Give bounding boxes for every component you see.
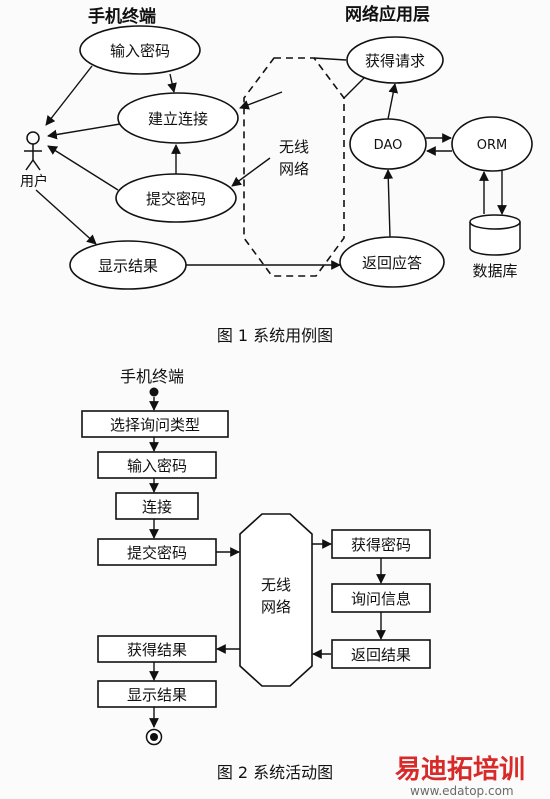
box-select-type [81, 410, 229, 438]
box-input-password [97, 451, 217, 479]
fig2-start-label: 手机终端 [120, 367, 184, 386]
fig1-caption: 图 1 系统用例图 [217, 326, 333, 345]
line-wireless-to-request-a [313, 57, 347, 61]
fig1-wireless-line1: 无线 [279, 138, 309, 156]
fig1-wireless-line2: 网络 [279, 160, 309, 178]
usecase-orm [451, 116, 533, 172]
box-connect [115, 492, 199, 520]
fig1-right-title: 网络应用层 [345, 4, 430, 25]
usecase-get-request-label: 获得请求 [365, 52, 425, 70]
figure2-activity: 手机终端 选择询问类型 输入密码 连接 提交密码 获得结果 显示结果 获得密码 … [81, 367, 431, 782]
box-submit-password [97, 538, 217, 566]
usecase-show-result-label: 显示结果 [98, 257, 158, 275]
usecase-dao-label: DAO [374, 138, 403, 153]
watermark-brand: 易迪拓培训 [395, 755, 525, 785]
usecase-connect [117, 92, 239, 144]
user-actor-label: 用户 [20, 173, 48, 190]
box-get-password [331, 529, 431, 559]
activity-start-node [149, 387, 159, 397]
line-wireless-to-request-b [343, 77, 365, 99]
box-query-info [331, 583, 431, 613]
fig2-caption: 图 2 系统活动图 [217, 763, 333, 782]
watermark-url: www.edatop.com [410, 784, 514, 798]
arrow-input-to-user [45, 65, 93, 126]
box-submit-password-label: 提交密码 [127, 544, 187, 562]
arrow-submit-to-user [47, 145, 119, 191]
fig2-wireless-network-shape [239, 513, 313, 687]
database-label: 数据库 [472, 262, 517, 280]
fig1-left-title: 手机终端 [88, 6, 156, 27]
edatop-watermark: 易迪拓培训 www.edatop.com [395, 755, 525, 798]
activity-end-node [145, 728, 163, 746]
box-return-result-label: 返回结果 [351, 646, 411, 664]
box-show-result-label: 显示结果 [127, 686, 187, 704]
box-get-result [97, 635, 217, 663]
fig2-wireless-line1: 无线 [261, 576, 291, 594]
usecase-return-answer-label: 返回应答 [362, 254, 422, 272]
arrow-user-to-show [35, 189, 97, 245]
box-select-type-label: 选择询问类型 [110, 416, 200, 434]
usecase-input-password-label: 输入密码 [110, 42, 170, 60]
box-return-result [331, 639, 431, 669]
box-connect-label: 连接 [142, 498, 172, 516]
usecase-connect-label: 建立连接 [148, 110, 208, 128]
arrow-wireless-to-connect [239, 91, 283, 110]
user-actor-icon [24, 131, 42, 171]
arrow-return-to-dao [383, 169, 394, 238]
arrow-input-to-connect [167, 73, 177, 93]
box-query-info-label: 询问信息 [351, 590, 411, 608]
database-icon [469, 214, 521, 256]
usecase-input-password [79, 25, 201, 75]
arrow-wireless-to-submit [231, 157, 271, 187]
arrow-connect-to-user [47, 123, 121, 140]
usecase-submit-password-label: 提交密码 [146, 190, 206, 208]
usecase-orm-label: ORM [477, 138, 507, 153]
figure1-use-case: 手机终端 网络应用层 用户 输入密码 建立连接 提交密码 显示结果 获得请求 D… [20, 4, 533, 345]
box-input-password-label: 输入密码 [127, 457, 187, 475]
box-show-result [97, 680, 217, 708]
usecase-get-request [346, 36, 444, 84]
arrow-dao-to-request [387, 83, 399, 120]
box-get-password-label: 获得密码 [351, 536, 411, 554]
box-get-result-label: 获得结果 [127, 641, 187, 659]
fig1-wireless-network-boundary [243, 57, 345, 277]
fig2-wireless-line2: 网络 [261, 598, 291, 616]
